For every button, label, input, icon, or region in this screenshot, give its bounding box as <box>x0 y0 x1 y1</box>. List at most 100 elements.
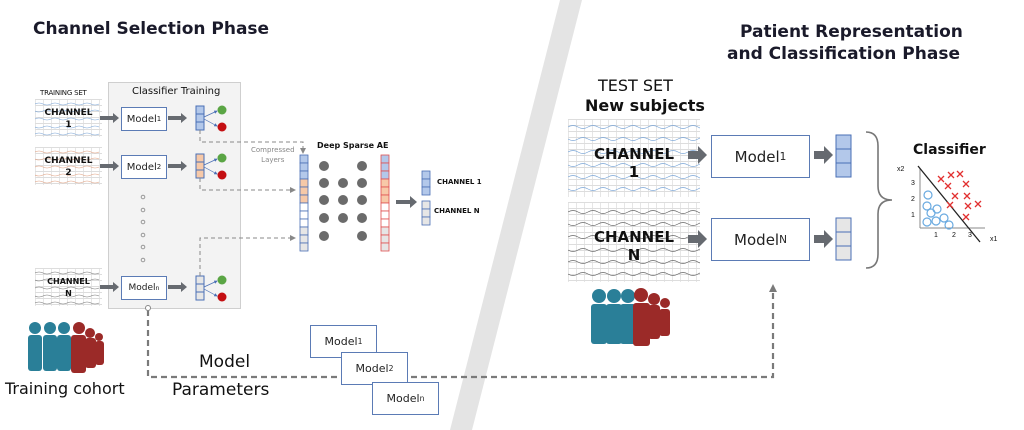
channel-label: CHANNEL <box>44 108 93 118</box>
eeg-waves <box>35 150 100 184</box>
positive-class-node <box>217 275 227 285</box>
arrow-up-icon <box>769 284 777 292</box>
channel-index: N <box>65 289 72 298</box>
eeg-waves <box>35 102 100 136</box>
class-nodes <box>217 105 227 302</box>
y-tick: 1 <box>911 212 915 219</box>
ellipsis-dots <box>140 194 146 263</box>
autoencoder-label: Deep Sparse AE <box>317 141 389 150</box>
model-subscript: 1 <box>357 337 363 346</box>
y-tick: 2 <box>911 196 915 203</box>
ae-hidden-nodes <box>319 161 367 241</box>
class-b-points <box>937 170 982 221</box>
output-channel-n-label: CHANNEL N <box>434 207 480 215</box>
training-cohort-label: Training cohort <box>5 379 125 398</box>
class-b-point <box>951 192 959 200</box>
model-subscript: n <box>419 394 425 403</box>
negative-class-node <box>217 170 227 180</box>
arrow-icon <box>396 196 417 208</box>
class-b-point <box>962 213 970 221</box>
test-set-label: TEST SET <box>598 76 673 95</box>
arrow-icon <box>688 146 707 164</box>
flow-arrows <box>100 113 417 292</box>
arrow-icon <box>100 282 119 292</box>
class-b-point <box>947 171 955 179</box>
ae-output-vector <box>380 154 390 252</box>
x-axis-label: x1 <box>990 236 998 243</box>
negative-class-node <box>217 122 227 132</box>
eeg-channel-n-thumbnail: CHANNEL N <box>35 268 102 306</box>
model-label: Model <box>324 335 358 348</box>
model-subscript: N <box>779 233 787 246</box>
right-phase-title-line2: and Classification Phase <box>727 44 960 64</box>
model-parameters-label-line2: Parameters <box>172 380 270 400</box>
ae-input-vector <box>299 154 309 252</box>
y-axis-label: x2 <box>897 166 905 173</box>
class-a-points <box>922 190 954 230</box>
brace-icon <box>865 131 893 269</box>
classifier-training-label: Classifier Training <box>132 86 221 97</box>
arrow-icon <box>168 113 187 123</box>
negative-class-node <box>217 292 227 302</box>
output-channel-1-label: CHANNEL 1 <box>437 178 482 186</box>
class-b-point <box>963 192 971 200</box>
channel-index: 2 <box>65 168 72 178</box>
right-phase-title-line1: Patient Representation <box>740 22 963 42</box>
class-b-point <box>964 202 972 210</box>
eeg-waves <box>568 125 700 191</box>
model-parameters-path <box>146 289 775 379</box>
model-subscript: n <box>155 284 160 292</box>
arrow-icon <box>814 146 833 164</box>
model-subscript: 1 <box>779 150 787 163</box>
class-b-point <box>962 180 970 188</box>
model-label: Model <box>126 113 157 125</box>
training-set-label: TRAINING SET <box>40 89 87 97</box>
eeg-waves <box>35 271 100 305</box>
channel-label: CHANNEL <box>593 145 675 163</box>
compressed-layers-label: Compressed Layers <box>251 146 295 164</box>
x-tick: 3 <box>968 232 972 239</box>
arrow-icon <box>814 230 833 248</box>
arrow-icon <box>168 161 187 171</box>
channel-index: 1 <box>628 163 640 181</box>
channel-label: CHANNEL <box>47 277 90 286</box>
selected-channel-vectors <box>421 170 431 226</box>
model-label: Model <box>355 362 389 375</box>
arrow-icon <box>100 161 119 171</box>
model-label: Model <box>386 392 420 405</box>
x-tick: 2 <box>952 232 956 239</box>
class-b-point <box>937 175 945 183</box>
model-label: Model <box>734 147 780 166</box>
model-label: Model <box>126 161 157 173</box>
channel-label: CHANNEL <box>44 156 93 166</box>
classifier-title: Classifier <box>913 142 986 158</box>
y-tick: 3 <box>911 180 915 187</box>
positive-class-node <box>217 153 227 163</box>
eeg-channel-2-thumbnail: CHANNEL 2 <box>35 147 102 185</box>
channel-index: N <box>627 246 641 264</box>
model-subscript: 2 <box>388 364 394 373</box>
x-tick: 1 <box>934 232 938 239</box>
model-label: Model <box>128 283 156 293</box>
class-b-point <box>946 201 954 209</box>
arrow-icon <box>100 113 119 123</box>
classifier-plot <box>917 165 985 243</box>
class-b-point <box>956 170 964 178</box>
channel-label: CHANNEL <box>593 228 675 246</box>
positive-class-node <box>217 105 227 115</box>
model-subscript: 1 <box>156 115 162 123</box>
arrow-icon <box>168 282 187 292</box>
channel-index: 1 <box>65 120 72 130</box>
model-subscript: 2 <box>156 163 162 171</box>
